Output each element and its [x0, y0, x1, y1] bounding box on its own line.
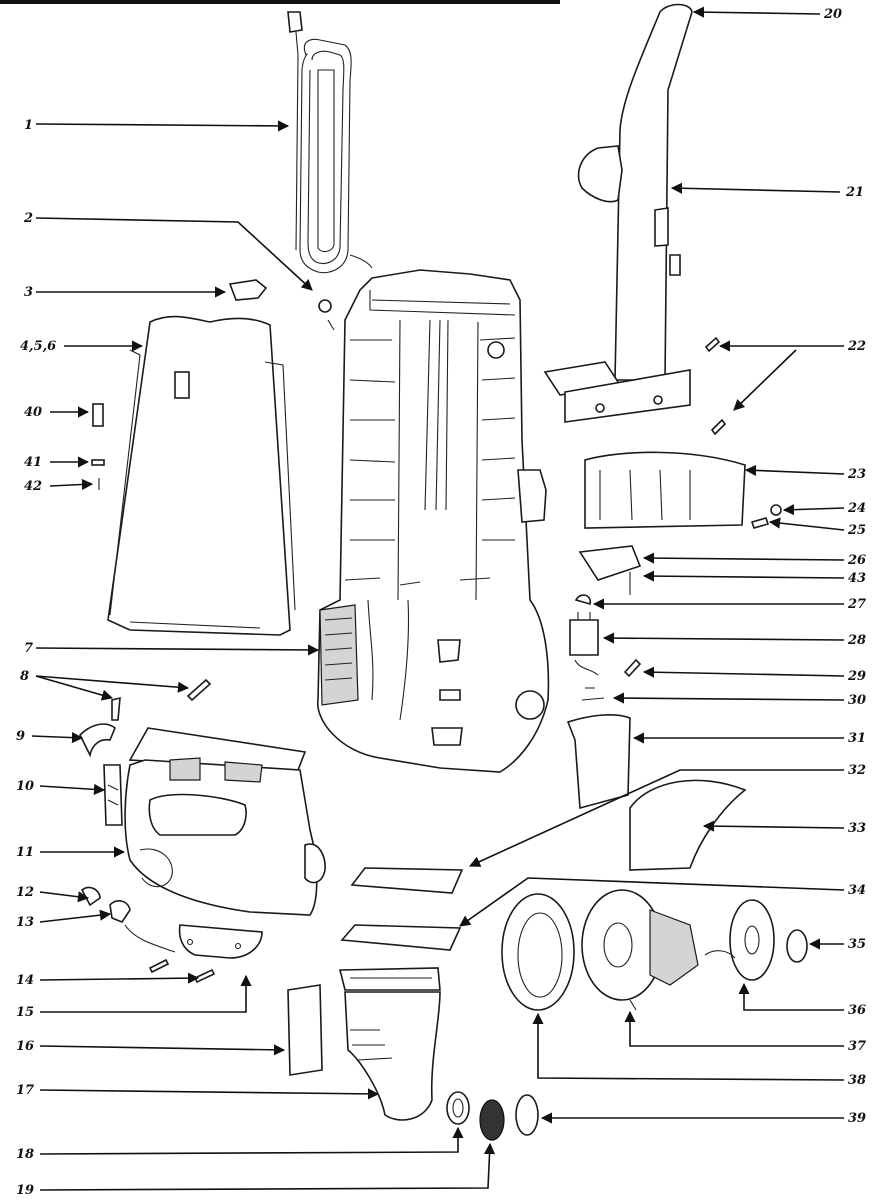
callout-9: 9: [16, 729, 25, 744]
top-border: [0, 0, 560, 4]
callout-12: 12: [16, 885, 34, 900]
callout-29: 29: [847, 669, 866, 684]
callout-16: 16: [16, 1039, 34, 1054]
leader-lines: [31, 6, 845, 1191]
callout-26: 26: [847, 553, 866, 568]
clip-part-9: [79, 723, 116, 758]
callout-40: 40: [24, 405, 42, 420]
callout-31: 31: [848, 731, 866, 746]
small-parts-26-43-27: [574, 545, 642, 606]
filter-pad-part-16: [287, 984, 323, 1076]
small-parts-29-30: [581, 658, 642, 701]
filter-frames-part-34: [340, 867, 464, 951]
callout-4-5-6: 4,5,6: [20, 339, 56, 354]
bracket-part-3: [228, 279, 268, 301]
callout-2: 2: [23, 211, 33, 226]
small-rings-18-19: [446, 1091, 505, 1141]
switch-part-28: [569, 612, 599, 676]
callout-20: 20: [823, 7, 842, 22]
small-parts-40-42: [91, 403, 105, 490]
callout-25: 25: [847, 523, 866, 538]
front-housing-part: [124, 727, 326, 916]
motor-assembly-part: [501, 889, 808, 1136]
callout-33: 33: [848, 821, 866, 836]
callout-18: 18: [16, 1147, 34, 1162]
callout-30: 30: [848, 693, 866, 708]
callout-28: 28: [847, 633, 866, 648]
knob-parts-12-13: [80, 886, 176, 953]
callout-labels: 1 2 3 4,5,6 40 41 42 7 8 9 10 11 12 13 1…: [16, 7, 866, 1198]
panel-part-33: [629, 779, 747, 871]
callout-17: 17: [16, 1083, 34, 1098]
callout-41: 41: [24, 455, 42, 470]
handle-part: [543, 3, 693, 423]
bag-cover-part: [107, 315, 296, 636]
plate-part-15: [178, 924, 263, 959]
main-body-part: [317, 269, 550, 773]
callout-37: 37: [848, 1039, 866, 1054]
cover-part-31: [566, 714, 631, 810]
small-ring-part: [318, 299, 335, 331]
callout-36: 36: [848, 1003, 866, 1018]
hood-part-23: [584, 451, 746, 529]
callout-15: 15: [16, 1005, 34, 1020]
callout-11: 11: [16, 845, 34, 860]
callout-27: 27: [847, 597, 866, 612]
callout-35: 35: [848, 937, 866, 952]
callout-24: 24: [847, 501, 866, 516]
screws-part-8: [111, 678, 212, 721]
callout-42: 42: [24, 479, 42, 494]
nozzle-base-part: [338, 967, 441, 1121]
callout-10: 10: [16, 779, 34, 794]
callout-1: 1: [24, 118, 33, 133]
callout-7: 7: [24, 641, 33, 656]
callout-14: 14: [16, 973, 34, 988]
callout-34: 34: [848, 883, 866, 898]
callout-3: 3: [24, 285, 33, 300]
callout-22: 22: [847, 339, 866, 354]
callout-43: 43: [848, 571, 866, 586]
callout-23: 23: [847, 467, 866, 482]
callout-39: 39: [848, 1111, 866, 1126]
small-parts-24-25: [750, 504, 782, 529]
pins-part-22: [704, 336, 727, 436]
power-cord-part: [287, 11, 373, 274]
latch-part-10: [103, 764, 123, 826]
callout-13: 13: [16, 915, 34, 930]
callout-19: 19: [16, 1183, 34, 1198]
callout-32: 32: [848, 763, 866, 778]
callout-8: 8: [20, 669, 29, 684]
callout-21: 21: [845, 185, 864, 200]
callout-38: 38: [848, 1073, 866, 1088]
